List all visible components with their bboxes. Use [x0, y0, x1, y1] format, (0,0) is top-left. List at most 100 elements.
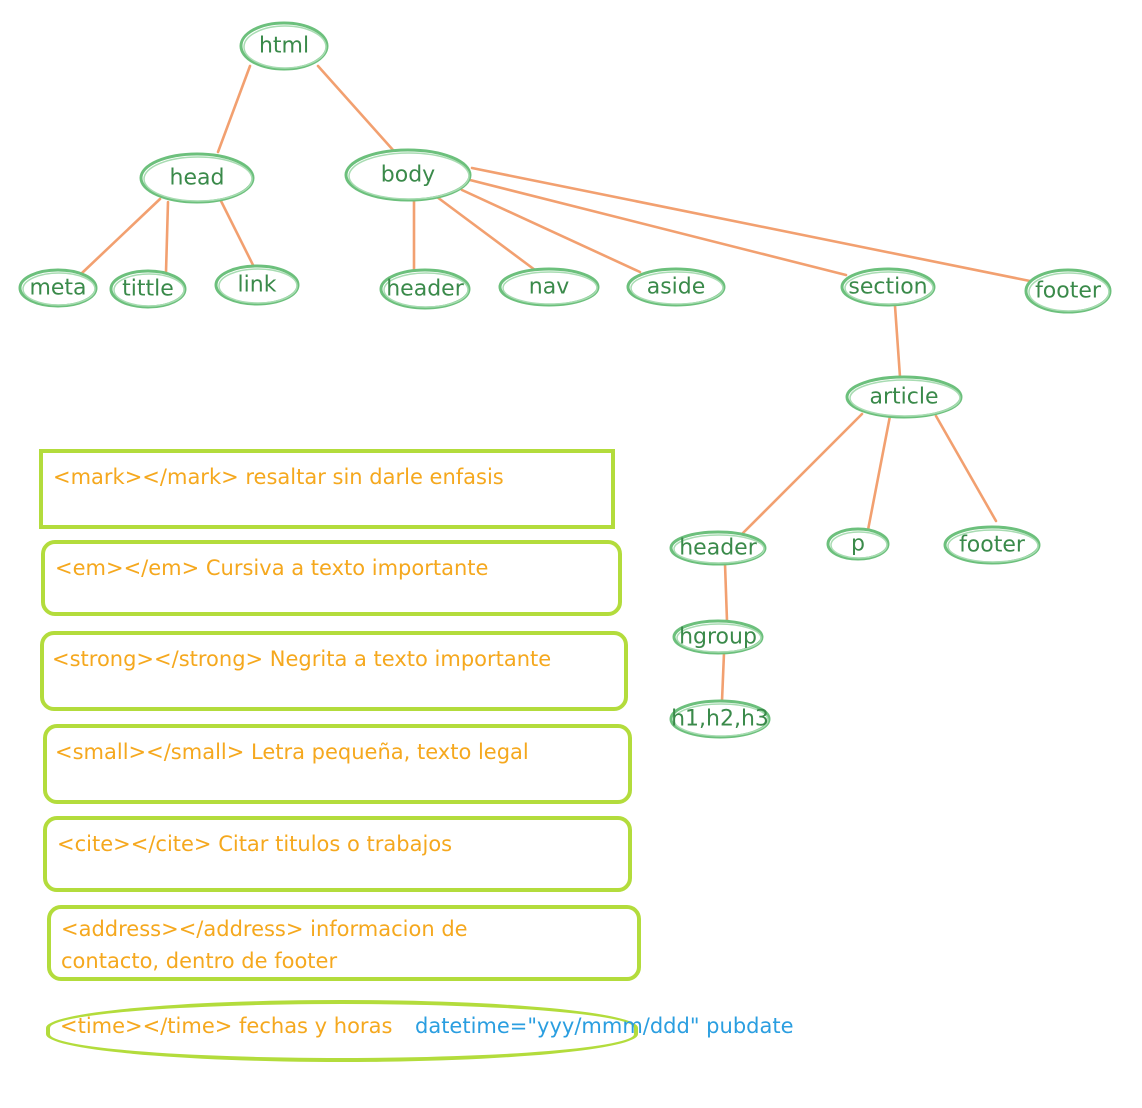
- node-label: nav: [529, 275, 569, 300]
- node-outline: [845, 375, 963, 419]
- tree-nodes: html head body meta tittle link header nav aside…: [18, 21, 1112, 739]
- node-body: body: [344, 148, 472, 202]
- node-outline-sketch: [243, 25, 327, 69]
- edge-hgroup-to-headings: [720, 651, 726, 703]
- edge-section-to-article: [893, 304, 902, 379]
- node-outline: [498, 267, 600, 307]
- tag-box-em: <em></em> Cursiva a texto importante: [41, 540, 622, 616]
- edge-html-to-body: [316, 64, 395, 152]
- edge-article-header-to-hgroup: [723, 562, 729, 623]
- node-outline: [840, 267, 936, 307]
- node-outline: [344, 148, 472, 202]
- node-p: p: [826, 527, 890, 561]
- node-label: footer: [1035, 279, 1102, 304]
- node-label: meta: [29, 276, 86, 301]
- node-outline-sketch: [673, 703, 769, 737]
- node-label: aside: [647, 275, 706, 300]
- node-header: header: [379, 268, 471, 310]
- node-outline-sketch: [630, 271, 724, 305]
- tag-box-address: <address></address> informacion de conta…: [47, 905, 641, 981]
- node-outline: [1024, 268, 1112, 314]
- node-outline-sketch: [947, 529, 1039, 563]
- node-label: head: [170, 166, 225, 191]
- node-label: h1,h2,h3: [671, 707, 769, 732]
- tag-text-em: <em></em> Cursiva a texto importante: [55, 556, 489, 580]
- node-section: section: [840, 267, 936, 307]
- edge-body-to-aside: [460, 188, 642, 274]
- edge-head-to-tittle: [164, 200, 170, 274]
- node-outline: [826, 527, 890, 561]
- node-article-header: header: [669, 530, 767, 566]
- tag-text-small: <small></small> Letra pequeña, texto leg…: [55, 740, 529, 764]
- tag-box-cite: <cite></cite> Citar titulos o trabajos: [43, 816, 632, 892]
- node-outline: [379, 268, 471, 310]
- node-outline: [669, 699, 771, 739]
- node-meta: meta: [18, 268, 98, 308]
- edge-head-to-meta: [80, 197, 162, 275]
- node-label: link: [238, 273, 277, 298]
- node-outline: [239, 21, 329, 71]
- node-article: article: [845, 375, 963, 419]
- tag-box-time: <time></time> fechas y horas: [46, 1000, 638, 1062]
- time-attribute-note: datetime="yyy/mmm/ddd" pubdate: [415, 1014, 794, 1038]
- node-tittle: tittle: [109, 269, 187, 309]
- tag-text-cite: <cite></cite> Citar titulos o trabajos: [57, 832, 453, 856]
- node-outline: [669, 530, 767, 566]
- edge-body-to-section: [468, 178, 848, 277]
- node-outline: [18, 268, 98, 308]
- node-head: head: [139, 152, 255, 204]
- node-label: footer: [959, 533, 1026, 558]
- edge-head-to-link: [219, 199, 256, 269]
- node-outline-sketch: [143, 156, 253, 202]
- node-label: article: [869, 385, 938, 410]
- node-outline-sketch: [676, 623, 762, 653]
- node-outline: [672, 619, 764, 655]
- node-outline-sketch: [22, 272, 96, 306]
- tag-text-mark: <mark></mark> resaltar sin darle enfasis: [53, 465, 504, 489]
- node-link: link: [214, 264, 300, 306]
- node-label: header: [679, 536, 757, 561]
- node-outline-sketch: [113, 273, 185, 307]
- node-nav: nav: [498, 267, 600, 307]
- node-label: html: [259, 34, 309, 59]
- node-outline: [214, 264, 300, 306]
- tag-text-strong: <strong></strong> Negrita a texto import…: [52, 647, 552, 671]
- node-article-footer: footer: [943, 525, 1041, 565]
- node-outline-sketch: [383, 272, 469, 308]
- node-outline-sketch: [844, 271, 934, 305]
- node-outline-sketch: [849, 379, 961, 417]
- node-outline: [139, 152, 255, 204]
- node-html: html: [239, 21, 329, 71]
- tag-box-small: <small></small> Letra pequeña, texto leg…: [43, 724, 632, 804]
- node-label: tittle: [122, 277, 174, 302]
- node-outline-sketch: [218, 268, 298, 304]
- node-outline-sketch: [830, 531, 888, 559]
- node-label: header: [386, 277, 464, 302]
- node-footer: footer: [1024, 268, 1112, 314]
- node-outline: [109, 269, 187, 309]
- node-label: section: [848, 275, 927, 300]
- edge-body-to-footer: [470, 166, 1032, 283]
- node-outline-sketch: [502, 271, 598, 305]
- node-label: hgroup: [679, 625, 757, 650]
- node-headings: h1,h2,h3: [669, 699, 771, 739]
- tag-box-strong: <strong></strong> Negrita a texto import…: [40, 631, 628, 711]
- node-label: p: [851, 532, 865, 557]
- edge-article-to-article-footer: [934, 414, 998, 523]
- tag-box-mark: <mark></mark> resaltar sin darle enfasis: [39, 449, 615, 529]
- node-outline-sketch: [348, 152, 470, 200]
- node-outline: [626, 267, 726, 307]
- node-hgroup: hgroup: [672, 619, 764, 655]
- node-aside: aside: [626, 267, 726, 307]
- node-outline-sketch: [1028, 272, 1110, 312]
- edge-article-to-article-header: [741, 412, 864, 535]
- node-outline: [943, 525, 1041, 565]
- edge-body-to-nav: [435, 195, 537, 272]
- node-label: body: [381, 163, 435, 188]
- tree-edges: [80, 64, 1032, 703]
- tag-text-address: <address></address> informacion de conta…: [61, 917, 468, 973]
- node-outline-sketch: [673, 534, 765, 564]
- tag-text-time: <time></time> fechas y horas: [60, 1014, 393, 1038]
